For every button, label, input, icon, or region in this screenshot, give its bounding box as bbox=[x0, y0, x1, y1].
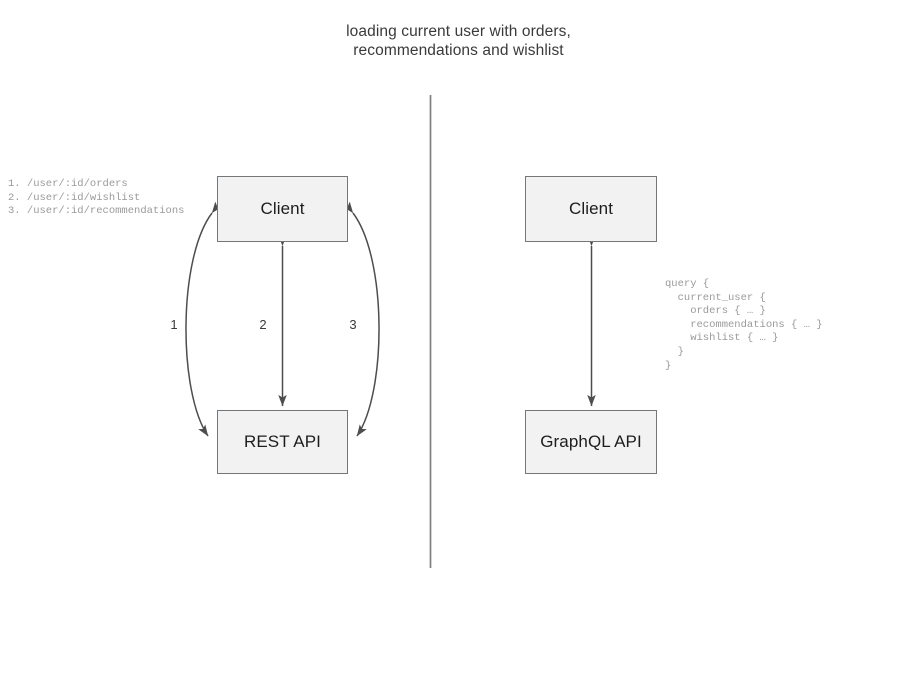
diagram-title: loading current user with orders, recomm… bbox=[346, 23, 571, 59]
node-client-rest[interactable]: Client bbox=[217, 176, 348, 242]
graphql-query-snippet: query { current_user { orders { … } reco… bbox=[665, 278, 823, 372]
node-rest-api[interactable]: REST API bbox=[217, 410, 348, 474]
rest-endpoint-list: 1. /user/:id/orders 2. /user/:id/wishlis… bbox=[8, 178, 185, 218]
node-graphql-api[interactable]: GraphQL API bbox=[525, 410, 657, 474]
edge-label-1: 1 bbox=[170, 317, 178, 332]
node-client-graphql[interactable]: Client bbox=[525, 176, 657, 242]
edge-3-recommendations bbox=[342, 201, 380, 437]
edge-label-2: 2 bbox=[259, 317, 267, 332]
edge-1-orders bbox=[185, 201, 223, 437]
edge-label-3: 3 bbox=[349, 317, 357, 332]
